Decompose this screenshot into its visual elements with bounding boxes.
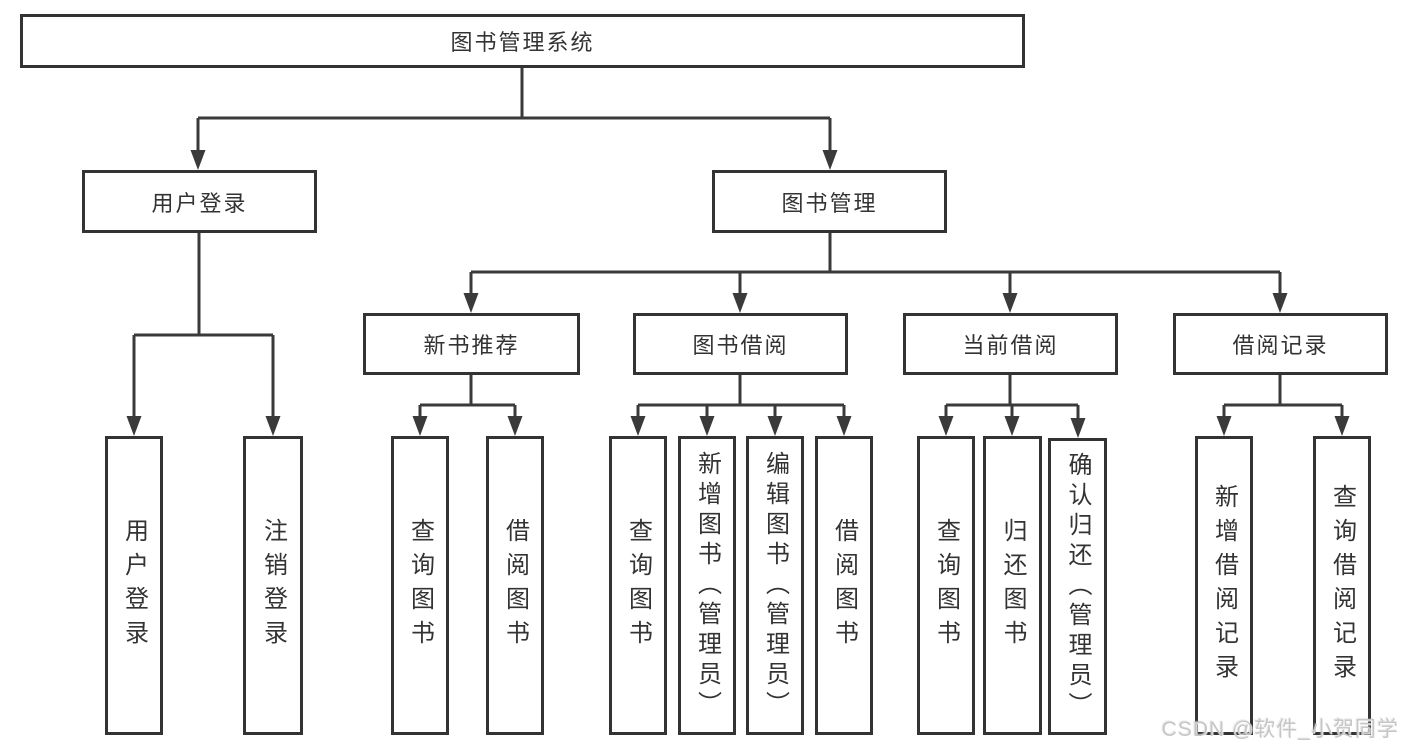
arrow-icon <box>938 416 954 436</box>
arrow-icon <box>507 416 523 436</box>
connector-userlogin-to-leaves <box>132 233 275 417</box>
node-label: 新书推荐 <box>423 333 520 358</box>
leaf-add-books-admin: 新增图书（管理员） <box>678 436 736 735</box>
node-label: 新增图书（管理员） <box>693 450 721 721</box>
node-borrow-record: 借阅记录 <box>1173 313 1388 375</box>
arrow-icon <box>412 416 428 436</box>
leaf-logout: 注销登录 <box>243 436 303 735</box>
node-label: 新增借阅记录 <box>1210 483 1238 688</box>
arrow-icon <box>190 150 206 170</box>
node-label: 查询图书 <box>406 517 434 654</box>
node-label: 注销登录 <box>259 517 287 654</box>
node-label: 查询借阅记录 <box>1328 483 1356 688</box>
leaf-edit-books-admin: 编辑图书（管理员） <box>746 436 804 735</box>
node-label: 查询图书 <box>624 517 652 654</box>
node-label: 确认归还（管理员） <box>1064 451 1091 722</box>
arrow-icon <box>822 150 838 170</box>
node-label: 借阅图书 <box>501 517 529 654</box>
leaf-query-borrow-record: 查询借阅记录 <box>1313 436 1371 735</box>
node-label: 查询图书 <box>932 517 960 654</box>
arrow-icon <box>732 293 748 313</box>
node-label: 借阅记录 <box>1232 333 1329 358</box>
arrow-icon <box>1002 293 1018 313</box>
node-book-management: 图书管理 <box>712 170 947 233</box>
node-label: 图书管理系统 <box>450 30 595 55</box>
csdn-watermark: CSDN @软件_小贺同学 <box>1161 718 1399 741</box>
connector-bookborrow-to-leaves <box>636 375 846 417</box>
node-label: 借阅图书 <box>830 517 858 654</box>
node-book-borrow: 图书借阅 <box>633 313 848 375</box>
leaf-borrow-books-newbook: 借阅图书 <box>486 436 544 735</box>
arrow-icon <box>836 416 852 436</box>
arrow-icon <box>630 416 646 436</box>
arrow-icon <box>699 416 715 436</box>
arrowheads <box>126 150 1350 438</box>
node-label: 用户登录 <box>120 517 148 654</box>
leaf-query-books-borrow: 查询图书 <box>609 436 667 735</box>
connector-currentborrow-to-leaves <box>944 375 1080 419</box>
node-user-login: 用户登录 <box>82 170 317 233</box>
connector-root-to-level2 <box>196 68 832 151</box>
leaf-query-books-newbook: 查询图书 <box>391 436 449 735</box>
leaf-confirm-return-admin: 确认归还（管理员） <box>1048 438 1107 735</box>
node-label: 图书管理 <box>781 190 878 216</box>
connector-bookmgmt-to-level3 <box>469 233 1282 294</box>
arrow-icon <box>1216 416 1232 436</box>
arrow-icon <box>126 416 142 436</box>
node-label: 图书借阅 <box>692 333 789 358</box>
node-new-book-recommend: 新书推荐 <box>363 313 580 375</box>
node-label: 归还图书 <box>999 517 1026 654</box>
leaf-query-books-current: 查询图书 <box>917 436 975 735</box>
connector-newbook-to-leaves <box>418 375 517 417</box>
arrow-icon <box>265 416 281 436</box>
leaf-return-books: 归还图书 <box>983 436 1042 735</box>
leaf-add-borrow-record: 新增借阅记录 <box>1195 436 1253 735</box>
leaf-borrow-books: 借阅图书 <box>815 436 873 735</box>
node-label: 编辑图书（管理员） <box>761 450 789 721</box>
arrow-icon <box>1070 418 1086 438</box>
node-label: 当前借阅 <box>962 333 1059 358</box>
arrow-icon <box>463 293 479 313</box>
arrow-icon <box>1004 416 1020 436</box>
arrow-icon <box>1334 416 1350 436</box>
node-current-borrow: 当前借阅 <box>903 313 1118 375</box>
leaf-user-login: 用户登录 <box>105 436 163 735</box>
node-root-system: 图书管理系统 <box>20 14 1025 68</box>
node-label: 用户登录 <box>151 190 248 216</box>
connector-borrowrecord-to-leaves <box>1222 375 1344 417</box>
arrow-icon <box>1272 293 1288 313</box>
arrow-icon <box>767 416 783 436</box>
